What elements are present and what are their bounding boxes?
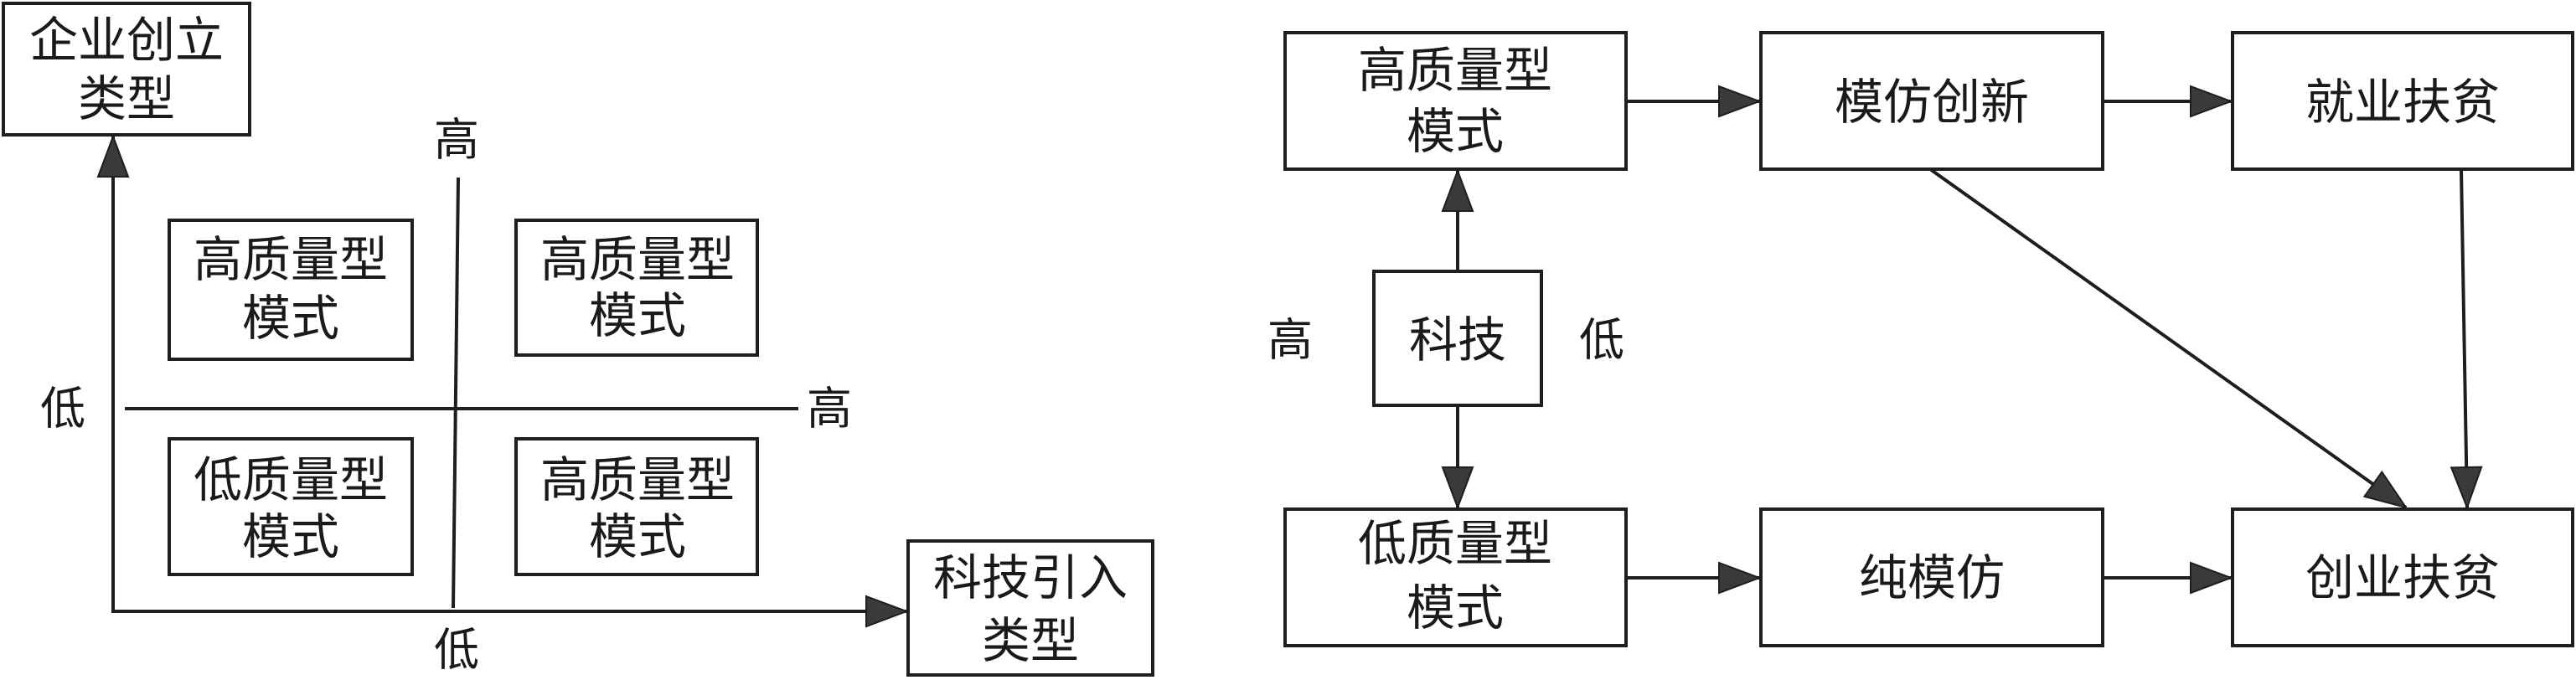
x-axis-box-frame (906, 539, 1154, 677)
node-entrepreneurship-poverty: 创业扶贫 (2231, 507, 2574, 647)
node-imitation-innovation-label: 模仿创新 (1835, 74, 2029, 131)
edge-imitation-innovation-to-entrepreneurship (1928, 167, 2406, 507)
technology-label-high: 高 (1267, 314, 1313, 367)
node-technology: 科技 (1372, 270, 1543, 407)
x-axis-box-line2: 类型 (982, 612, 1079, 669)
y-axis-box-line2: 类型 (78, 70, 175, 127)
quadrant-top-right-frame (514, 219, 759, 357)
node-employment-poverty: 就业扶贫 (2231, 31, 2574, 171)
divider-label-bottom: 低 (434, 624, 479, 677)
quadrant-top-right-line2: 模式 (589, 287, 686, 344)
divider-label-right: 高 (807, 383, 852, 435)
y-axis-box: 企业创立 类型 (2, 2, 251, 137)
y-axis-box-line1: 企业创立 (29, 12, 224, 69)
quadrant-bottom-left-line1: 低质量型 (194, 451, 388, 508)
node-high-quality-line1: 高质量型 (1358, 42, 1552, 99)
node-imitation-innovation-frame (1759, 31, 2104, 171)
divider-label-top: 高 (434, 114, 479, 167)
quadrant-bottom-left-line2: 模式 (242, 508, 339, 565)
right-flow-diagram: 高质量型 模式 模仿创新 就业扶贫 科技 高 低 低质量型 模式 纯模 (1267, 31, 2574, 647)
quadrant-bottom-right-frame (514, 437, 759, 576)
quadrant-top-right-line1: 高质量型 (540, 231, 735, 288)
quadrant-top-left-frame (168, 219, 414, 361)
quadrant-top-left-line1: 高质量型 (194, 231, 388, 288)
node-imitation-innovation: 模仿创新 (1759, 31, 2104, 171)
node-low-quality-line2: 模式 (1407, 580, 1504, 636)
quadrant-top-left: 高质量型 模式 (168, 219, 414, 361)
node-pure-imitation: 纯模仿 (1759, 507, 2104, 647)
quadrant-top-right: 高质量型 模式 (514, 219, 759, 357)
quadrant-bottom-right: 高质量型 模式 (514, 437, 759, 576)
node-entrepreneurship-poverty-frame (2231, 507, 2574, 647)
left-quadrant-diagram: 企业创立 类型 科技引入 类型 低 高 高 低 高质量型 模式 高质量型 模式 (2, 2, 1154, 677)
node-high-quality: 高质量型 模式 (1283, 31, 1628, 171)
node-high-quality-line2: 模式 (1407, 103, 1504, 160)
node-low-quality-frame (1283, 507, 1628, 647)
x-axis-box-line1: 科技引入 (933, 549, 1128, 606)
quadrant-bottom-right-line1: 高质量型 (540, 451, 735, 508)
quadrant-bottom-left: 低质量型 模式 (168, 437, 414, 576)
quadrant-top-left-line2: 模式 (242, 290, 339, 347)
technology-label-low: 低 (1579, 314, 1624, 367)
node-low-quality: 低质量型 模式 (1283, 507, 1628, 647)
node-low-quality-line1: 低质量型 (1358, 515, 1552, 572)
node-pure-imitation-frame (1759, 507, 2104, 647)
x-axis-box: 科技引入 类型 (906, 539, 1154, 677)
node-employment-poverty-frame (2231, 31, 2574, 171)
y-axis-box-frame (2, 2, 251, 137)
edge-employment-to-entrepreneurship (2461, 168, 2467, 507)
node-pure-imitation-label: 纯模仿 (1859, 549, 2005, 606)
node-entrepreneurship-poverty-label: 创业扶贫 (2305, 549, 2500, 606)
node-employment-poverty-label: 就业扶贫 (2305, 74, 2500, 131)
divider-label-left: 低 (40, 383, 85, 435)
node-technology-label: 科技 (1409, 312, 1506, 368)
quadrant-bottom-left-frame (168, 437, 414, 576)
vertical-divider (452, 177, 460, 609)
quadrant-bottom-right-line2: 模式 (589, 508, 686, 565)
